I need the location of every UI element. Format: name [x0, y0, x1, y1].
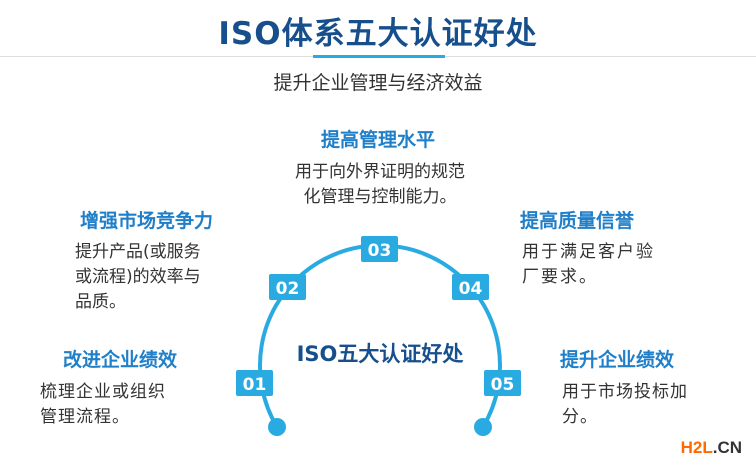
subtitle: 提升企业管理与经济效益: [273, 72, 483, 94]
step-badge-02: 02: [269, 274, 306, 300]
step-badge-01: 01: [236, 370, 273, 396]
center-label: ISO五大认证好处: [296, 342, 464, 366]
step-badge-05: 05: [484, 370, 521, 396]
svg-text:05: 05: [491, 375, 515, 395]
svg-text:01: 01: [243, 375, 267, 395]
arc-start-dot: [268, 418, 286, 436]
arc-end-dot: [474, 418, 492, 436]
step-badge-04: 04: [452, 274, 489, 300]
benefit-heading-05: 提升企业绩效: [560, 349, 675, 371]
benefit-heading-04: 提高质量信誉: [520, 210, 635, 232]
svg-text:03: 03: [368, 241, 392, 261]
benefit-heading-02: 增强市场竞争力: [80, 210, 214, 232]
page-title: ISO体系五大认证好处: [218, 16, 538, 52]
arc: [258, 243, 502, 429]
benefit-desc-04: 用于满足客户验厂要求。: [522, 242, 655, 287]
step-badge-03: 03: [361, 236, 398, 262]
benefit-desc-01: 梳理企业或组织管理流程。: [40, 382, 166, 427]
svg-text:04: 04: [459, 279, 483, 299]
benefit-desc-05: 用于市场投标加分。: [562, 382, 688, 427]
benefit-heading-03: 提高管理水平: [320, 129, 435, 151]
benefit-desc-03: 用于向外界证明的规范化管理与控制能力。: [295, 162, 465, 207]
benefit-desc-02: 提升产品(或服务或流程)的效率与品质。: [75, 242, 201, 312]
watermark-logo: H2L.CN: [680, 438, 742, 457]
title-underline: [313, 55, 445, 58]
benefit-heading-01: 改进企业绩效: [63, 349, 178, 371]
svg-text:02: 02: [276, 279, 300, 299]
